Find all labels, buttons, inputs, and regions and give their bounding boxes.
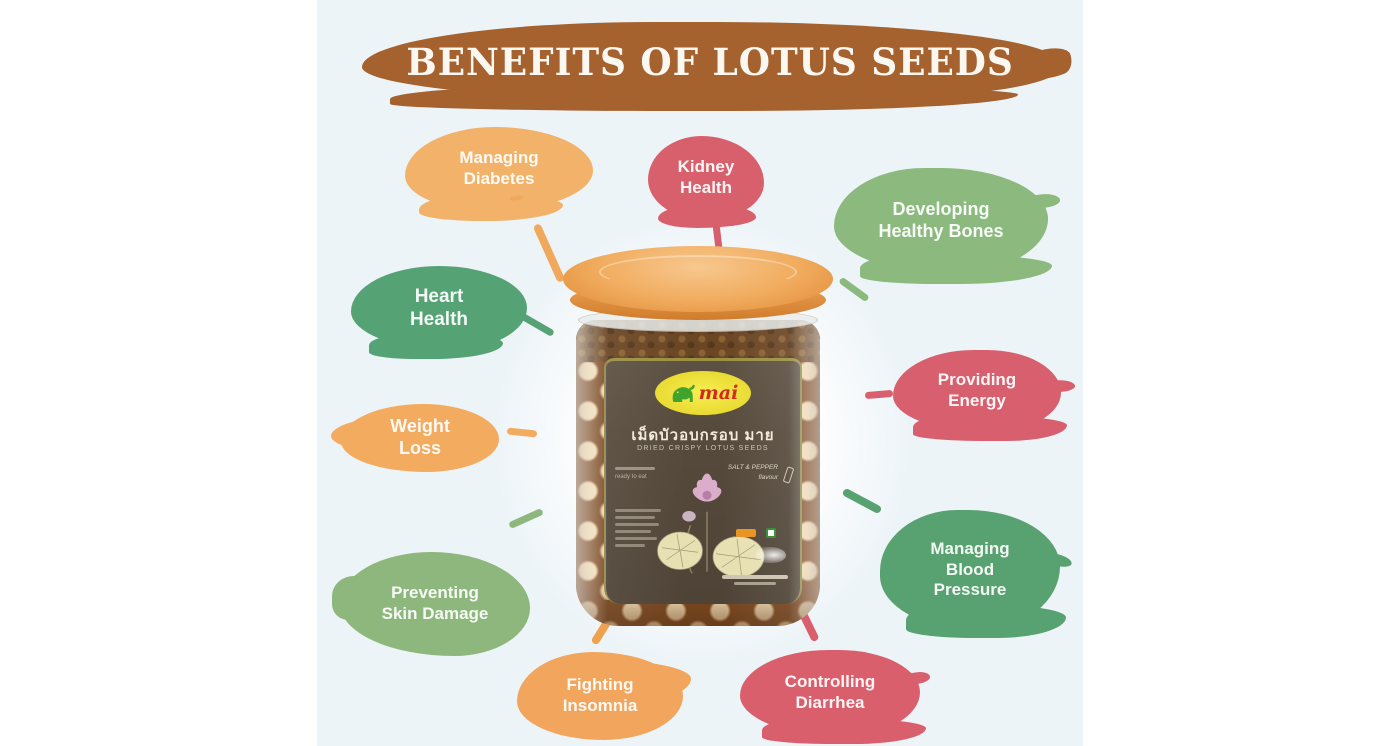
- benefit-preventing-skin-damage: Preventing Skin Damage: [332, 552, 530, 656]
- benefit-label: Managing Blood Pressure: [930, 538, 1010, 600]
- product-name-english: DRIED CRISPY LOTUS SEEDS: [637, 445, 769, 452]
- benefit-label: Controlling Diarrhea: [784, 672, 876, 712]
- benefit-label: Managing Diabetes: [459, 148, 539, 188]
- benefit-label: Heart Health: [409, 285, 469, 330]
- benefit-weight-loss: Weight Loss: [331, 404, 499, 472]
- benefit-label: Preventing Skin Damage: [381, 583, 489, 623]
- jar-body: mai เม็ดบัวอบกรอบ มาย DRIED CRISPY LOTUS…: [576, 320, 820, 626]
- benefit-kidney-health: Kidney Health: [648, 136, 764, 228]
- infographic-panel: BENEFITS OF LOTUS SEEDS Managing Diabete…: [317, 0, 1083, 746]
- title-banner: BENEFITS OF LOTUS SEEDS: [362, 22, 1058, 111]
- benefit-developing-healthy-bones: Developing Healthy Bones: [834, 168, 1052, 284]
- pepper-grinder-icon: [782, 466, 795, 484]
- brand-name: mai: [698, 381, 739, 404]
- net-weight-line: [734, 582, 776, 585]
- fine-print-line: [615, 544, 645, 547]
- page-title: BENEFITS OF LOTUS SEEDS: [406, 40, 1014, 84]
- benefit-heart-health: Heart Health: [351, 266, 527, 359]
- quality-seal: [756, 547, 786, 563]
- benefit-label: Kidney Health: [677, 157, 735, 197]
- product-label: mai เม็ดบัวอบกรอบ มาย DRIED CRISPY LOTUS…: [604, 358, 802, 604]
- fine-print-line: [615, 523, 659, 526]
- benefit-managing-diabetes: Managing Diabetes: [405, 127, 593, 221]
- certification-mark: [766, 528, 776, 538]
- manufacturer-fine-print: [615, 509, 661, 551]
- price-sticker: [736, 529, 756, 537]
- fine-print-line: [615, 516, 655, 519]
- product-name-thai: เม็ดบัวอบกรอบ มาย: [631, 427, 775, 444]
- jar-lid-highlight: [599, 255, 797, 289]
- benefit-fighting-insomnia: Fighting Insomnia: [517, 652, 691, 740]
- brand-logo: mai: [655, 371, 751, 415]
- flavor-note: SALT & PEPPER flavour: [727, 464, 778, 481]
- product-jar: mai เม็ดบัวอบกรอบ มาย DRIED CRISPY LOTUS…: [563, 246, 833, 630]
- benefit-label: Providing Energy: [937, 370, 1017, 410]
- benefit-managing-blood-pressure: Managing Blood Pressure: [880, 510, 1066, 638]
- benefit-label: Fighting Insomnia: [562, 675, 638, 715]
- benefit-providing-energy: Providing Energy: [893, 350, 1067, 441]
- fine-print-line: [615, 530, 651, 533]
- net-weight-line: [722, 575, 788, 579]
- benefit-controlling-diarrhea: Controlling Diarrhea: [740, 650, 926, 744]
- fine-print-line: [615, 537, 657, 540]
- fine-print-line: [615, 509, 661, 512]
- benefit-label: Weight Loss: [390, 416, 450, 458]
- benefit-label: Developing Healthy Bones: [878, 199, 1004, 241]
- elephant-logo-icon: [672, 384, 695, 402]
